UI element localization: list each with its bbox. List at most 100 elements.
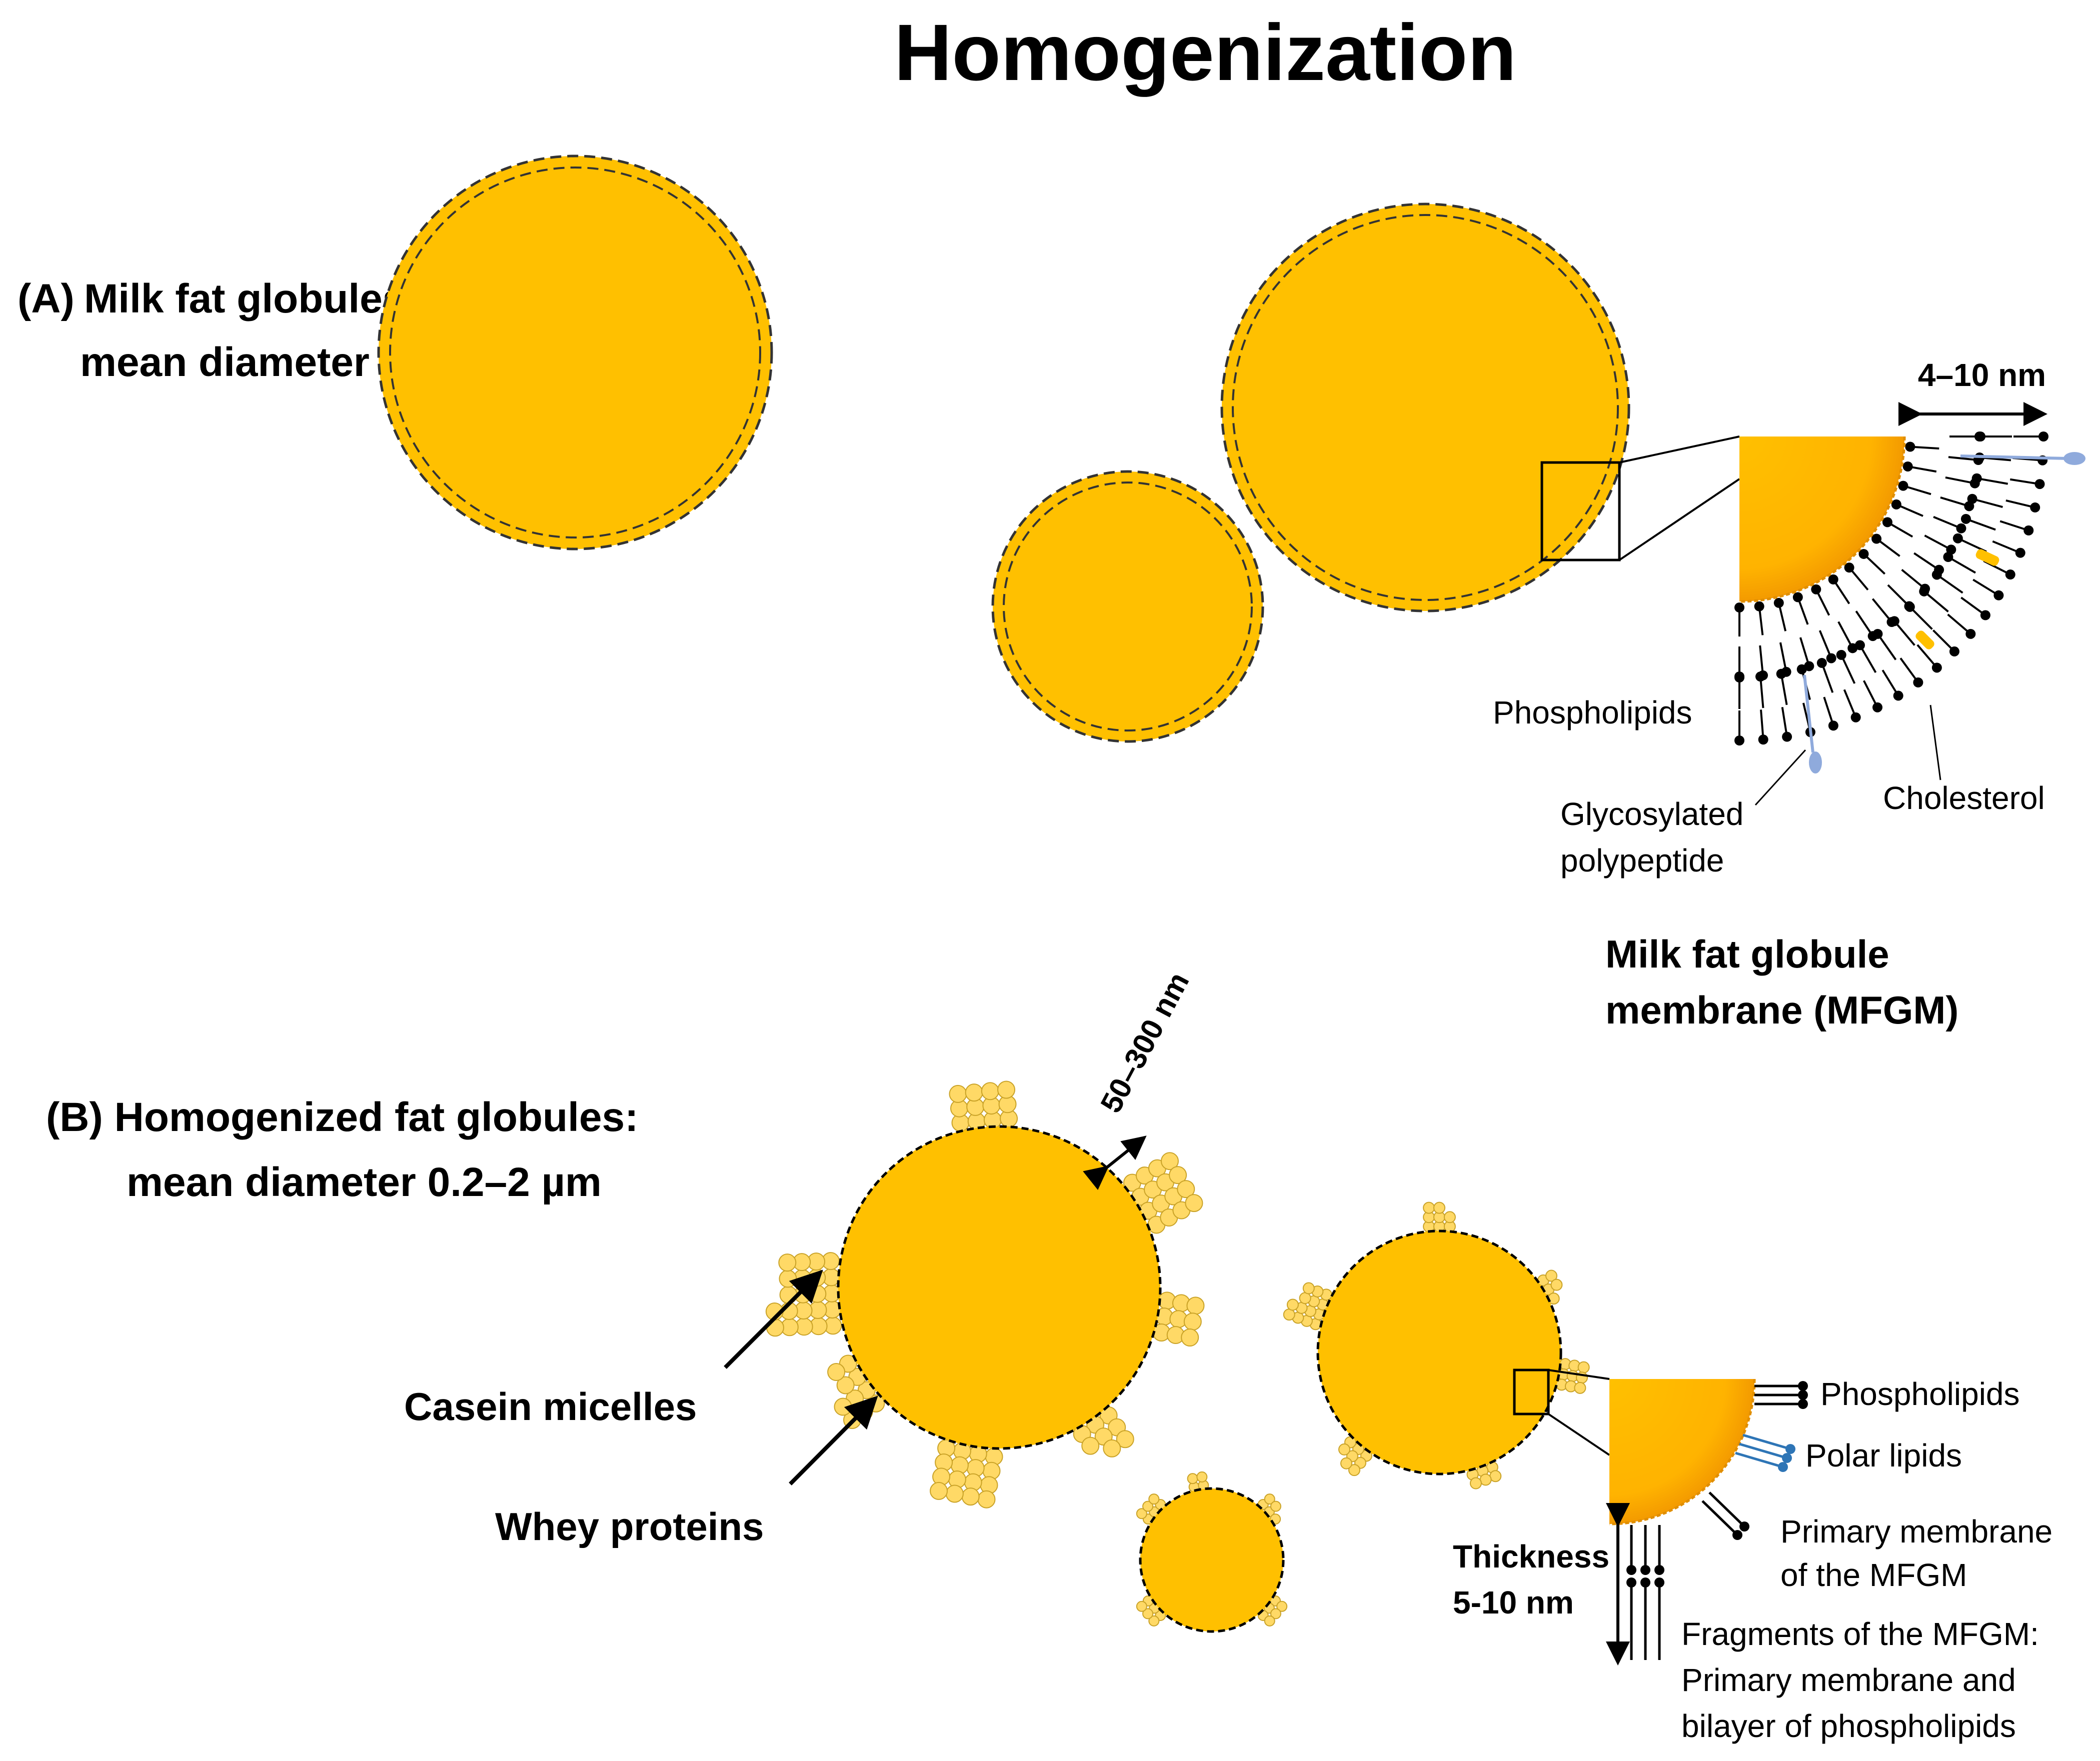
primary-membrane-label-line2: of the MFGM [1780,1557,1967,1593]
casein-micelle [779,1270,797,1288]
casein-micelle [1116,1430,1134,1448]
phospholipid-head [1913,677,1923,688]
phospholipid-head [1980,610,1990,620]
section-a: (A) Milk fat globules: mean diameter 0.2… [18,154,2085,1032]
phospholipid-head [1782,732,1792,742]
casein-micelle [1160,1152,1179,1170]
phospholipid-head [1882,517,1892,528]
phospholipids-label-b: Phospholipids [1820,1376,2020,1412]
zoom-connector-a-top [1619,436,1740,464]
phospholipid-head [1893,690,1903,701]
diagram-title: Homogenization [894,8,1516,97]
zoom-box-a [1540,461,1621,562]
casein-micelle [1286,1298,1299,1311]
primary-membrane-lipid-tail [1708,1492,1745,1528]
casein-micelle [1169,1166,1187,1184]
dimension-label-4-10nm: 4–10 nm [1918,357,2046,393]
phospholipid-tail [1759,676,1764,708]
phospholipid-tail [1881,670,1899,696]
phospholipid-head [1967,494,1977,504]
phospholipid-head [1949,646,1959,656]
phospholipid-head [1773,598,1784,608]
phospholipid-head [1905,442,1915,452]
phospholipid-tail [1818,630,1832,659]
casein-micelle [1264,1494,1275,1505]
phospholipid-head [1734,736,1744,746]
cholesterol-label: Cholesterol [1883,780,2045,816]
micelle-size-label: 50–300 nm [1094,967,1195,1118]
zoom-connector-b-top [1548,1369,1610,1380]
glyco-label-line1: Glycosylated [1560,796,1743,832]
phospholipid-head [1836,650,1846,660]
polar-lipids-label: Polar lipids [1805,1438,1962,1474]
phospholipid-tail [1923,590,1949,612]
casein-micelle [1338,1443,1350,1456]
phospholipid-tail [1779,642,1787,672]
phospholipid-head [1943,552,1953,562]
zoom-connector-b-bottom [1547,1413,1610,1456]
phospholipid-tail [1876,633,1897,660]
phospholipids-label-a: Phospholipids [1493,694,1692,730]
phospholipid-head [1871,534,1882,544]
homogenized-fat-quadrant [1609,1379,1754,1524]
whey-arrow [789,1396,878,1486]
casein-micelle [1340,1457,1352,1470]
mfgm-title-line1: Milk fat globule [1605,932,1889,976]
phospholipid-head [1952,533,1963,544]
phospholipid-head [1816,658,1827,668]
phospholipid-head [1754,601,1764,612]
phospholipid-tail [1948,456,1978,462]
phospholipid-tail [1976,477,2008,485]
casein-micelle [834,1398,852,1416]
phospholipid-tail [1965,518,1996,531]
phospholipid-head [1798,1381,1808,1391]
phospholipid-head [2034,479,2045,490]
casein-micelle [1142,1500,1154,1512]
phospholipid-tail [1823,696,1834,726]
phospholipid-head [1971,473,1982,484]
phospholipid-head [1960,514,1971,524]
phospholipid-tail [1945,476,1975,484]
casein-micelle [1185,1194,1203,1212]
fragment-lipid-lower-head [1626,1578,1636,1588]
phospholipid-tail [1947,556,1976,574]
casein-micelle [778,1254,797,1272]
phospholipid-tail [1972,498,2003,508]
casein-micelle [1181,1328,1199,1347]
casein-micelle [1183,1312,1202,1331]
casein-micelle [1148,1494,1160,1505]
phospholipid-tail [1909,606,1933,630]
casein-micelle [1136,1600,1147,1612]
phospholipid-head [1758,734,1768,745]
section-b-label-line2: mean diameter 0.2–2 µm [127,1160,602,1205]
phospholipid-head [1919,586,1929,596]
homogenized-quadrant-edge [1609,1378,1756,1526]
casein-micelle [1302,1282,1315,1294]
casein-micelle [1545,1270,1557,1282]
micelle-size-arrow [1083,1136,1147,1190]
primary-membrane-lipid-head [1739,1522,1749,1532]
homogenized-lipids [1626,1381,1808,1660]
cholesterol-1 [1975,549,1999,566]
cholesterol-leader [1929,704,1941,780]
phospholipid-tail [1780,674,1788,706]
phospholipid-head [1792,592,1803,602]
phospholipid-head [1734,602,1744,612]
phospholipid-head [2038,432,2048,442]
glycosylated-polypeptide-1 [1960,452,2085,465]
casein-micelle [961,1488,980,1506]
casein-micelle [981,1082,999,1100]
homogenized-globule-medium [1283,1202,1590,1490]
phospholipid-head [2015,548,2025,558]
casein-micelle [1577,1361,1590,1374]
mfgm-title-line2: membrane (MFGM) [1605,988,1958,1032]
casein-micelle [1264,1615,1275,1626]
casein-micelle [1276,1600,1288,1612]
homogenized-membrane-detail [1609,1378,1808,1660]
phospholipid-head [1993,590,2004,600]
casein-micelle [1423,1202,1435,1214]
phospholipid-tail [1924,534,1952,551]
casein-micelle [1443,1211,1456,1224]
casein-micelle [977,1490,996,1508]
phospholipid-head [1858,548,1869,559]
